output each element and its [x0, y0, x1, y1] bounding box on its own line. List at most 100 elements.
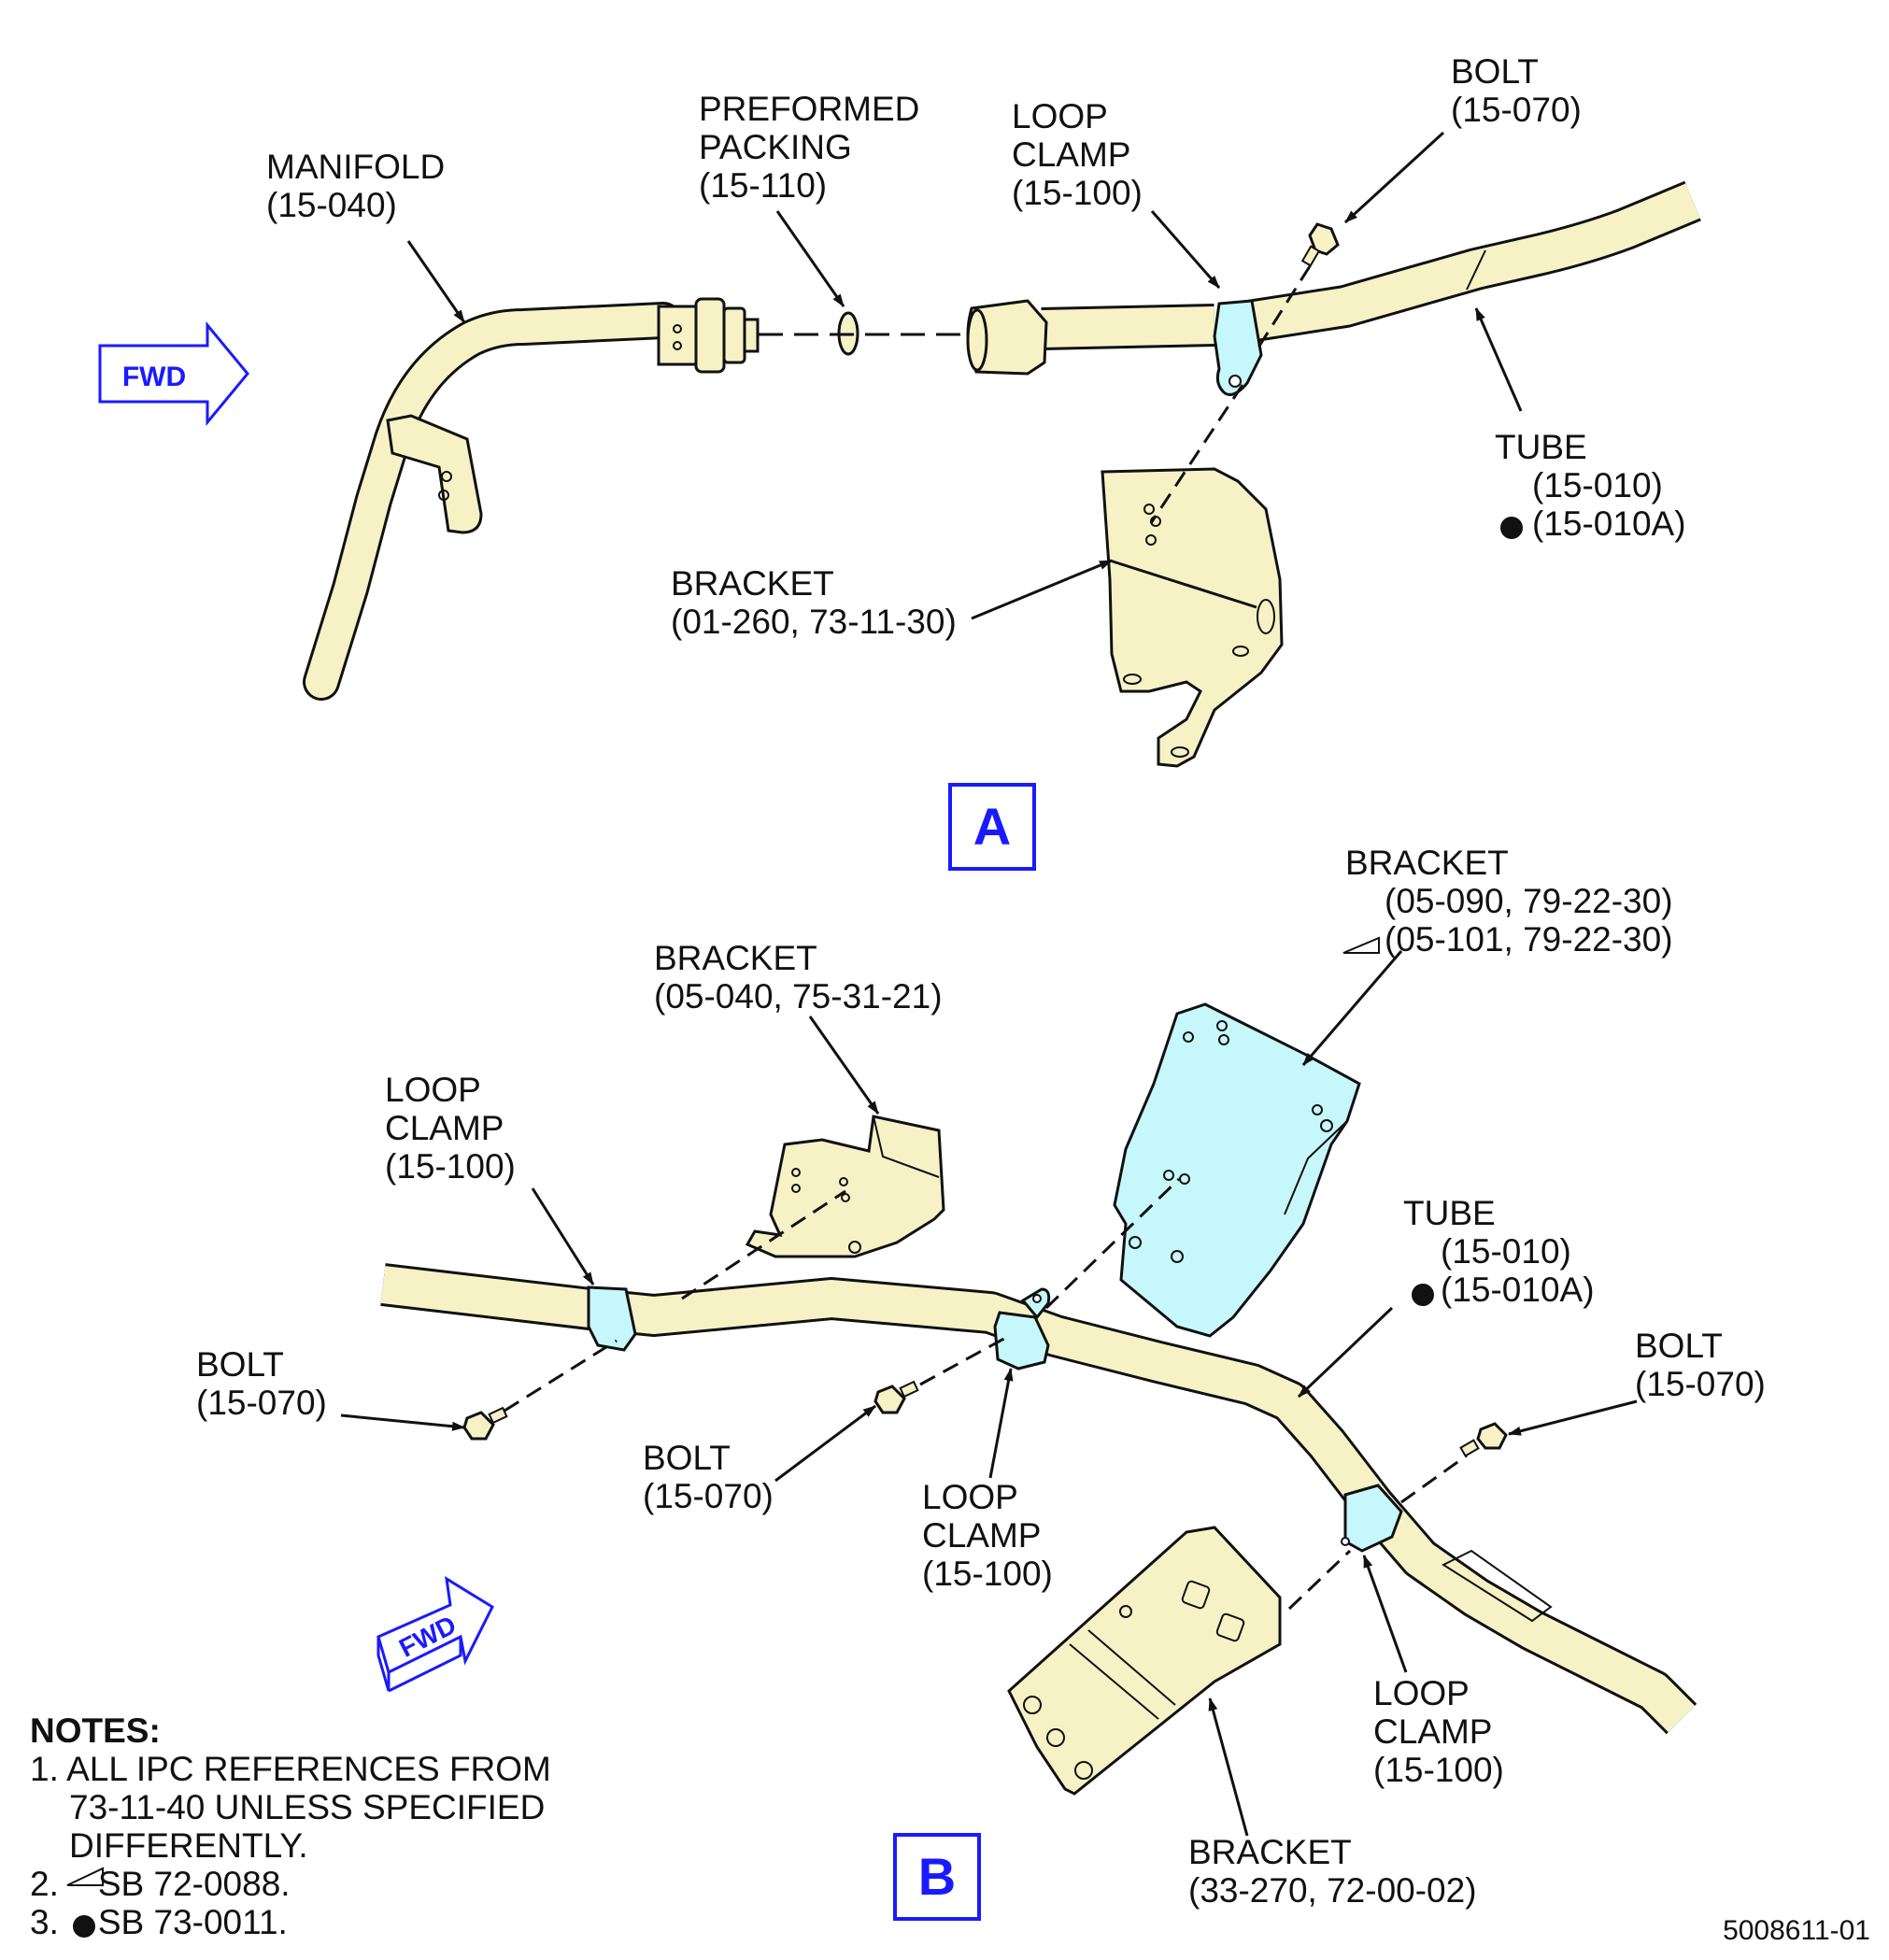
bracket-bottom-label-line2: (33-270, 72-00-02) — [1188, 1871, 1477, 1910]
bolt-part-b-left — [462, 1406, 508, 1441]
loop-clamp-part-b-left — [587, 1285, 637, 1352]
loop-clamp-right-leader — [1362, 1555, 1408, 1673]
bullet-icon-b — [1412, 1284, 1434, 1306]
bolt-right-label-line1: BOLT — [1635, 1327, 1723, 1365]
loop-clamp-left-label: LOOP CLAMP (15-100) — [385, 1071, 516, 1186]
manifold-part — [303, 297, 760, 701]
bolt-label-a-line1: BOLT — [1451, 52, 1539, 91]
tube-leader-b — [1297, 1306, 1394, 1399]
notes-block: NOTES: 1. ALL IPC REFERENCES FROM 73-11-… — [30, 1711, 551, 1941]
loop-clamp-left-leader — [531, 1187, 595, 1285]
tube-leader-a — [1474, 307, 1523, 412]
bracket-top-label-line2: (05-040, 75-31-21) — [654, 977, 943, 1016]
bracket-top-right-label-line3: (05-101, 79-22-30) — [1385, 920, 1673, 959]
loop-clamp-center-label: LOOP CLAMP (15-100) — [922, 1478, 1053, 1593]
manifold-label-line1: MANIFOLD — [266, 148, 446, 186]
loop-clamp-right-label: LOOP CLAMP (15-100) — [1373, 1674, 1504, 1789]
note-2-number: 2. — [30, 1865, 59, 1903]
bolt-center-label: BOLT (15-070) — [643, 1439, 774, 1515]
bolt-center-leader — [774, 1404, 876, 1483]
loop-clamp-center-label-line3: (15-100) — [922, 1555, 1053, 1593]
bracket-top-right-leader — [1301, 950, 1403, 1066]
packing-label-line1: PREFORMED — [699, 90, 920, 128]
note-bullet-icon — [73, 1915, 95, 1938]
manifold-leader — [406, 240, 466, 323]
bracket-part-b-top-right — [1113, 1002, 1361, 1338]
bolt-label-a-line2: (15-070) — [1451, 91, 1582, 129]
bracket-top-label-line1: BRACKET — [654, 939, 817, 977]
tube-label-a-line1: TUBE — [1495, 428, 1587, 466]
loop-clamp-right-label-line1: LOOP — [1373, 1674, 1470, 1712]
loop-clamp-right-label-line3: (15-100) — [1373, 1751, 1504, 1789]
fwd-label-a: FWD — [122, 362, 186, 392]
manifold-label-line2: (15-040) — [266, 186, 397, 224]
bolt-center-label-line2: (15-070) — [643, 1477, 774, 1515]
bolt-left-label-line1: BOLT — [196, 1345, 284, 1384]
bracket-bottom-label: BRACKET (33-270, 72-00-02) — [1188, 1833, 1477, 1910]
fwd-arrow-icon-a: FWD — [98, 320, 249, 427]
note-1-line3: DIFFERENTLY. — [69, 1826, 308, 1865]
note-2: 2. SB 72-0088. — [30, 1865, 551, 1903]
bracket-part-b-bottom — [1007, 1526, 1282, 1796]
loop-clamp-label-a-line3: (15-100) — [1012, 174, 1143, 212]
loop-clamp-left-label-line2: CLAMP — [385, 1109, 504, 1147]
view-a-callout: A — [948, 783, 1036, 871]
bracket-label-a: BRACKET (01-260, 73-11-30) — [671, 564, 957, 641]
loop-clamp-center-label-line1: LOOP — [922, 1478, 1018, 1516]
packing-leader — [775, 210, 845, 307]
bolt-part-a — [1300, 222, 1340, 267]
note-delta-icon — [66, 1867, 104, 1886]
tube-label-a: TUBE (15-010) (15-010A) — [1495, 428, 1686, 543]
note-3: 3. SB 73-0011. — [30, 1903, 551, 1941]
tube-label-b-line1: TUBE — [1403, 1194, 1496, 1232]
loop-clamp-label-a-line2: CLAMP — [1012, 135, 1131, 174]
bolt-right-label-line2: (15-070) — [1635, 1365, 1766, 1403]
bolt-leader-a — [1343, 131, 1445, 224]
loop-clamp-left-label-line1: LOOP — [385, 1071, 481, 1109]
bracket-label-a-line2: (01-260, 73-11-30) — [671, 603, 957, 641]
tube-label-b: TUBE (15-010) (15-010A) — [1403, 1194, 1595, 1309]
note-2-text: SB 72-0088. — [97, 1865, 291, 1903]
bracket-part-a — [1101, 467, 1284, 768]
bolt-left-leader — [340, 1413, 465, 1431]
manifold-label: MANIFOLD (15-040) — [266, 148, 445, 224]
note-3-number: 3. — [30, 1903, 59, 1941]
bolt-part-b-center — [873, 1380, 919, 1414]
view-b: FWD — [66, 936, 1697, 1938]
loop-clamp-part-b-center — [993, 1287, 1051, 1371]
bracket-top-leader — [808, 1016, 880, 1115]
view-a: FWD — [98, 131, 1701, 768]
tube-part-b — [380, 1263, 1697, 1735]
note-1-line1: 1. ALL IPC REFERENCES FROM — [30, 1750, 551, 1788]
loop-clamp-label-a-line1: LOOP — [1012, 97, 1108, 135]
tube-label-a-line2: (15-010) — [1532, 466, 1663, 504]
bracket-top-right-label: BRACKET (05-090, 79-22-30) (05-101, 79-2… — [1345, 844, 1673, 959]
loop-clamp-right-label-line2: CLAMP — [1373, 1712, 1493, 1751]
fwd-arrow-icon-b: FWD — [376, 1576, 494, 1693]
bracket-top-right-label-line2: (05-090, 79-22-30) — [1385, 882, 1673, 920]
tube-label-b-line3: (15-010A) — [1441, 1271, 1595, 1309]
tube-label-a-line3: (15-010A) — [1532, 504, 1686, 543]
packing-label-line3: (15-110) — [699, 166, 828, 205]
loop-clamp-left-label-line3: (15-100) — [385, 1147, 516, 1186]
bolt-label-a: BOLT (15-070) — [1451, 52, 1582, 129]
bracket-leader-a — [971, 559, 1113, 620]
note-3-text: SB 73-0011. — [97, 1903, 288, 1941]
bullet-icon-a — [1500, 517, 1523, 539]
loop-clamp-part-b-right — [1341, 1484, 1403, 1553]
bracket-bottom-label-line1: BRACKET — [1188, 1833, 1352, 1871]
bracket-bottom-leader — [1208, 1697, 1249, 1837]
loop-clamp-label-a: LOOP CLAMP (15-100) — [1012, 97, 1143, 212]
notes-title: NOTES: — [30, 1711, 161, 1750]
packing-label-line2: PACKING — [699, 128, 852, 166]
bolt-part-b-right — [1459, 1422, 1508, 1457]
loop-clamp-leader-a — [1150, 210, 1221, 289]
bracket-label-a-line1: BRACKET — [671, 564, 834, 603]
bracket-top-right-label-line1: BRACKET — [1345, 844, 1509, 882]
delta-icon — [1342, 936, 1380, 954]
loop-clamp-center-leader — [988, 1368, 1014, 1479]
bracket-top-label: BRACKET (05-040, 75-31-21) — [654, 939, 943, 1016]
view-b-callout: B — [893, 1833, 981, 1921]
loop-clamp-part-a — [1213, 299, 1263, 396]
